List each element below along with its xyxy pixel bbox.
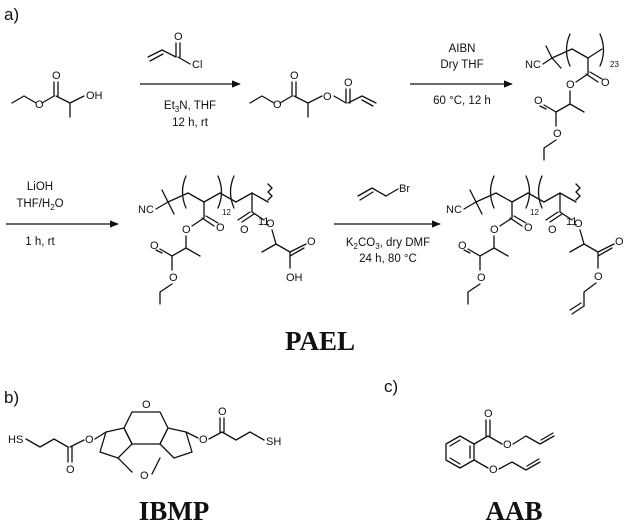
atom-o: O xyxy=(52,70,61,82)
atom-o: O xyxy=(174,31,183,43)
atom-nc: NC xyxy=(525,59,541,71)
atom-o: O xyxy=(344,77,353,89)
pael-structure: NC 12 11 O O O O O O xyxy=(446,175,624,315)
atom-o: O xyxy=(553,128,562,140)
atom-o: O xyxy=(150,240,159,252)
step2-conditions-below: 60 °C, 12 h xyxy=(433,95,491,107)
compound-label-pael: PAEL xyxy=(285,326,355,356)
step3-conditions-below: 1 h, rt xyxy=(25,236,55,248)
atom-o: O xyxy=(524,222,533,234)
ibmp-structure: HS O O O O O O SH xyxy=(8,399,281,482)
atom-o: O xyxy=(169,272,178,284)
panel-label-a: a) xyxy=(4,5,19,24)
atom-o: O xyxy=(503,439,512,451)
atom-o: O xyxy=(216,222,225,234)
atom-o: O xyxy=(66,464,75,476)
atom-o: O xyxy=(140,470,149,482)
step2-conditions-above1: AIBN xyxy=(449,43,476,55)
atom-o: O xyxy=(548,224,557,236)
atom-o: O xyxy=(477,272,486,284)
atom-br: Br xyxy=(399,183,410,195)
atom-o: O xyxy=(601,77,610,89)
atom-o: O xyxy=(182,224,191,236)
atom-o: O xyxy=(484,408,493,420)
atom-o: O xyxy=(490,224,499,236)
atom-o: O xyxy=(35,99,44,111)
atom-o: O xyxy=(323,91,332,103)
step3-conditions-above2: THF/H2O xyxy=(16,198,63,212)
ethyl-lactate-structure: O O OH xyxy=(11,70,103,118)
atom-oh: OH xyxy=(86,90,103,102)
atom-sh: SH xyxy=(266,436,281,448)
repeat-count-12: 12 xyxy=(222,208,231,217)
repeat-count-11: 11 xyxy=(566,216,577,228)
atom-o: O xyxy=(85,434,94,446)
atom-o: O xyxy=(534,95,543,107)
atom-o: O xyxy=(574,218,583,230)
repeat-count-11: 11 xyxy=(258,216,269,228)
acryloyl-chloride-structure: O Cl xyxy=(147,31,202,71)
atom-hs: HS xyxy=(8,434,23,446)
step4-conditions-line1: K2CO3, dry DMF xyxy=(346,237,430,251)
atom-o: O xyxy=(307,236,316,248)
atom-o: O xyxy=(615,236,624,248)
compound-label-aab: AAB xyxy=(485,496,542,526)
step4-conditions-line2: 24 h, 80 °C xyxy=(359,253,417,265)
atom-o: O xyxy=(594,271,603,283)
allyl-bromide-structure: Br xyxy=(357,183,410,201)
repeat-count-23: 23 xyxy=(610,60,619,69)
atom-o: O xyxy=(218,406,227,418)
atom-o: O xyxy=(266,218,275,230)
step3-conditions-above1: LiOH xyxy=(27,181,53,193)
panel-label-b: b) xyxy=(4,388,19,407)
atom-o: O xyxy=(458,240,467,252)
panel-label-c: c) xyxy=(384,377,398,396)
atom-o: O xyxy=(142,399,151,411)
atom-oh: OH xyxy=(286,272,303,284)
atom-o: O xyxy=(273,99,282,111)
monomer-structure: O O O O xyxy=(249,70,377,118)
atom-o: O xyxy=(566,79,575,91)
compound-label-ibmp: IBMP xyxy=(139,496,210,526)
homopolymer-structure: NC 23 O O O O xyxy=(525,33,619,161)
atom-cl: Cl xyxy=(192,59,202,71)
atom-o: O xyxy=(240,224,249,236)
step1-conditions-line1: Et3N, THF xyxy=(164,100,216,114)
aab-structure: O O O xyxy=(445,408,555,476)
atom-o: O xyxy=(290,70,299,82)
step2-conditions-above2: Dry THF xyxy=(440,59,483,71)
acid-copolymer-structure: NC 12 11 O O O O O O xyxy=(138,175,316,305)
atom-o: O xyxy=(199,434,208,446)
atom-nc: NC xyxy=(446,204,462,216)
step1-conditions-line2: 12 h, rt xyxy=(172,117,209,129)
atom-o: O xyxy=(489,464,498,476)
repeat-count-12: 12 xyxy=(530,208,539,217)
atom-nc: NC xyxy=(138,204,154,216)
